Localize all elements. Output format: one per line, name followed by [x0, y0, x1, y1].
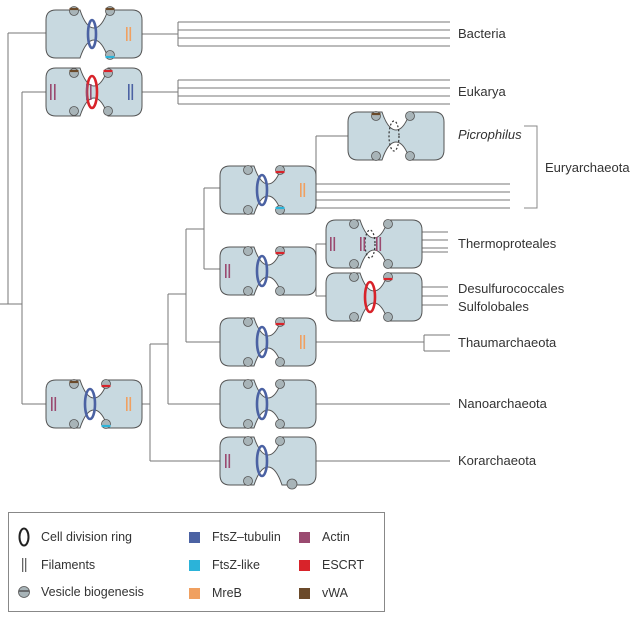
label-eukarya: Eukarya — [458, 84, 506, 99]
legend-label-escrt: ESCRT — [322, 558, 365, 572]
cell-korarchaeota — [219, 436, 317, 490]
label-korarchaeota: Korarchaeota — [458, 453, 537, 468]
legend-label-ftsz-tubulin: FtsZ–tubulin — [212, 530, 281, 544]
label-thermoproteales: Thermoproteales — [458, 236, 557, 251]
legend-item-ftsz-tubulin: FtsZ–tubulin — [189, 530, 281, 544]
legend-item-ring: Cell division ring — [17, 527, 132, 547]
tree-branches — [0, 21, 510, 462]
ftsz-tubulin-swatch — [189, 531, 200, 543]
legend-item-vwa: vWA — [299, 586, 348, 600]
legend-label-mreb: MreB — [212, 586, 242, 600]
mreb-swatch — [189, 587, 200, 599]
cell-archaea-ancestor — [45, 379, 143, 429]
cell-thaumarchaeota — [219, 317, 317, 367]
label-nanoarchaeota: Nanoarchaeota — [458, 396, 547, 411]
cell-crenarchaeota-ancestor — [219, 246, 317, 296]
label-thaumarchaeota: Thaumarchaeota — [458, 335, 557, 350]
cell-picrophilus — [347, 111, 445, 161]
filaments-icon — [22, 558, 27, 572]
label-euryarchaeota: Euryarchaeota — [545, 160, 630, 175]
label-bacteria: Bacteria — [458, 26, 506, 41]
vwa-swatch — [299, 587, 310, 599]
legend-label-ring: Cell division ring — [41, 530, 133, 544]
legend-item-ftsz-like: FtsZ-like — [189, 558, 260, 572]
ring-icon — [18, 527, 30, 547]
actin-swatch — [299, 531, 310, 543]
cell-euryarchaeota-ancestor — [219, 165, 317, 215]
label-sulfolobales: Sulfolobales — [458, 299, 529, 314]
legend-item-mreb: MreB — [189, 586, 242, 600]
ftsz-like-swatch — [189, 559, 200, 571]
legend-item-actin: Actin — [299, 530, 350, 544]
legend-item-vesicle: Vesicle biogenesis — [17, 585, 144, 599]
cell-eukarya — [45, 67, 143, 117]
label-desulfurococcales: Desulfurococcales — [458, 281, 565, 296]
cell-nanoarchaeota — [219, 379, 317, 429]
legend-label-actin: Actin — [322, 530, 350, 544]
cell-desulfurococcales — [325, 272, 423, 322]
escrt-swatch — [299, 559, 310, 571]
legend-label-vwa: vWA — [322, 586, 348, 600]
legend-item-filaments: Filaments — [17, 557, 95, 573]
legend-label-filaments: Filaments — [41, 558, 96, 572]
vesicle-icon — [18, 586, 30, 598]
legend-item-escrt: ESCRT — [299, 558, 364, 572]
cell-thermoproteales — [325, 219, 423, 269]
cell-bacteria — [45, 6, 143, 60]
euryarchaeota-bracket — [524, 125, 538, 209]
label-picrophilus: Picrophilus — [458, 127, 522, 142]
legend: Cell division ring Filaments Vesicle bio… — [8, 512, 385, 612]
legend-label-vesicle: Vesicle biogenesis — [41, 585, 144, 599]
legend-label-ftsz-like: FtsZ-like — [212, 558, 260, 572]
